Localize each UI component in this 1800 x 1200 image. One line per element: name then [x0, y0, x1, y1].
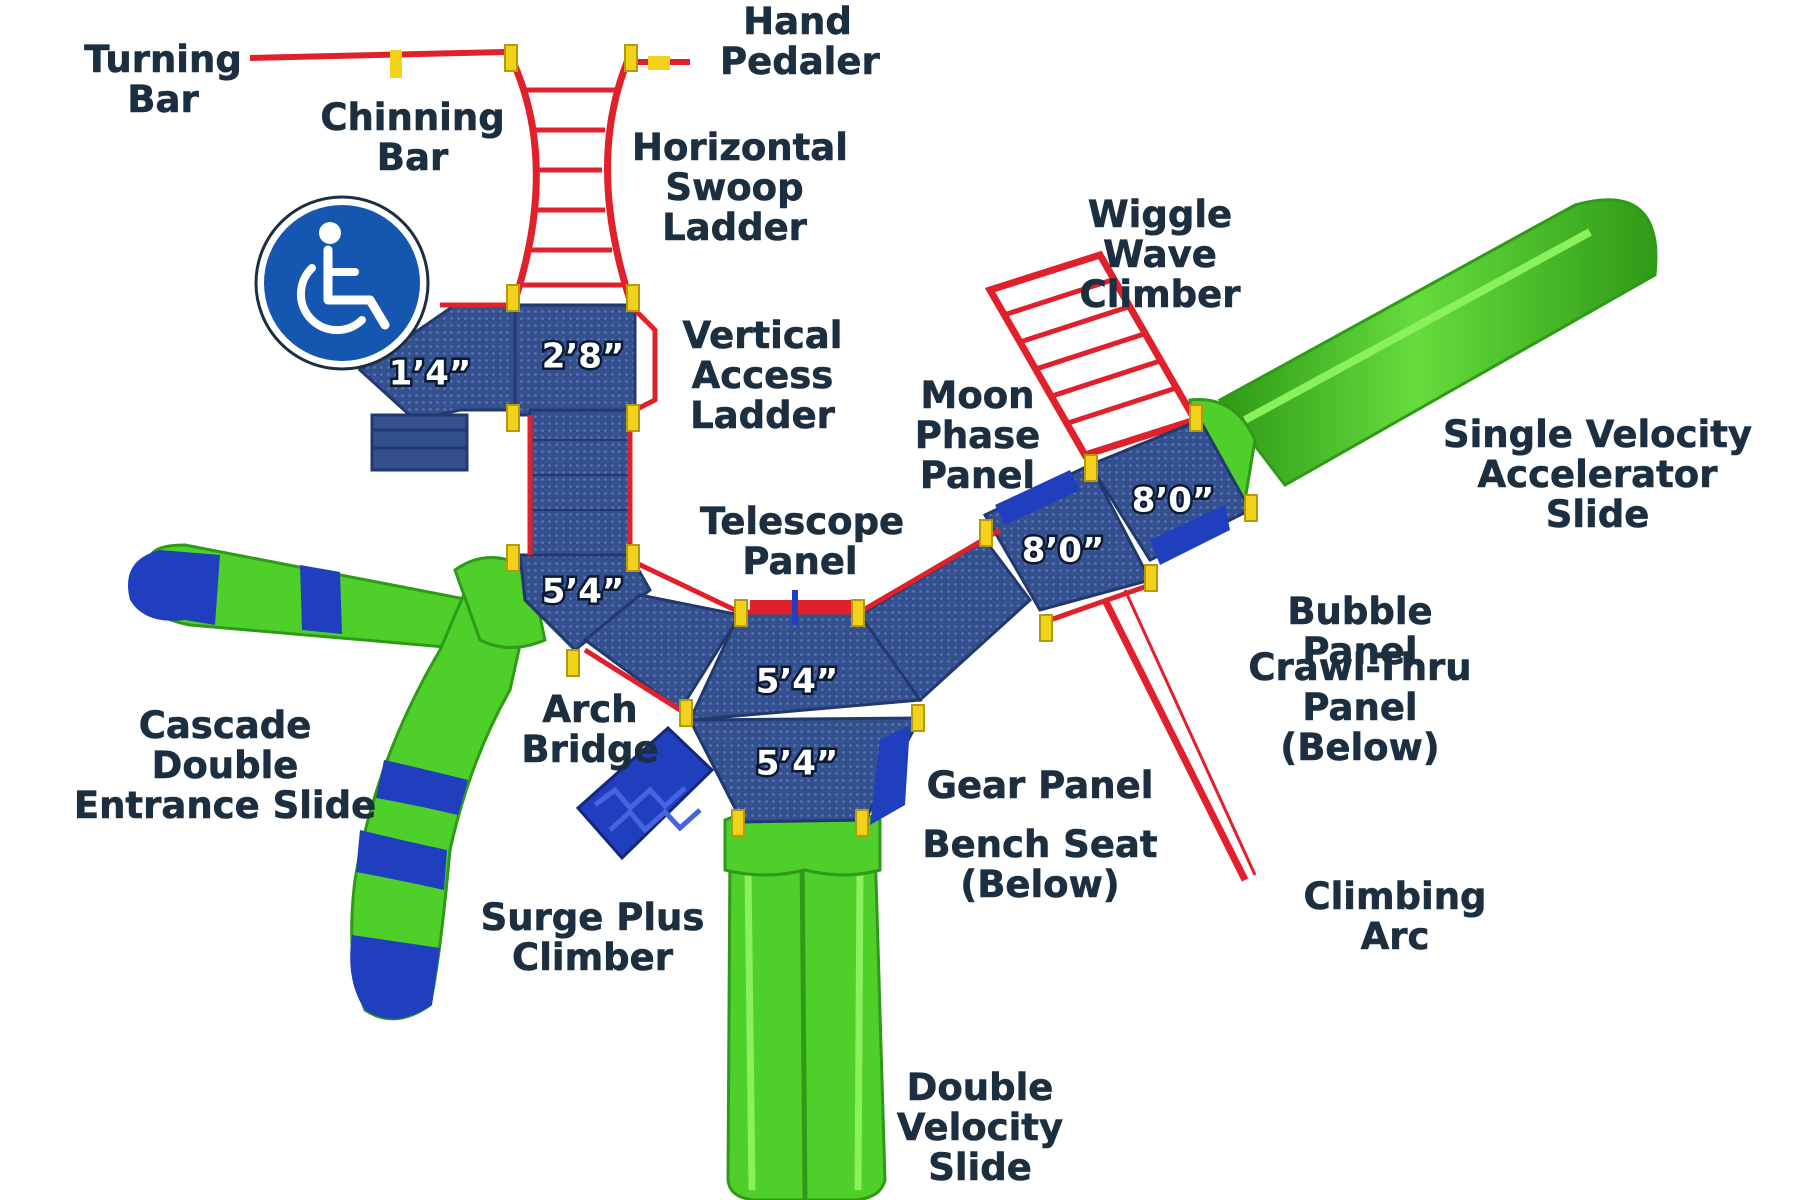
label-bench-seat: Bench Seat (Below)	[922, 823, 1158, 906]
label-moon-phase-panel: Moon Phase Panel	[914, 374, 1041, 497]
deck-height-top-deck: 2’8”	[542, 337, 625, 377]
label-surge-plus-climber: Surge Plus Climber	[480, 896, 705, 979]
label-horizontal-swoop-ladder: Horizontal Swoop Ladder	[632, 126, 849, 249]
deck-height-markers: 1’4” 2’8” 5’4” 5’4” 5’4” 8’0” 8’0”	[386, 334, 1217, 786]
deck-height-ramp: 1’4”	[389, 354, 472, 394]
label-turning-bar: Turning Bar	[84, 38, 242, 121]
label-double-velocity-slide: Double Velocity Slide	[896, 1066, 1064, 1189]
label-single-velocity-accelerator-slide: Single Velocity Accelerator Slide	[1442, 413, 1753, 536]
label-telescope-panel: Telescope Panel	[700, 500, 905, 583]
cascade-double-entrance-slide	[128, 543, 547, 1021]
label-climbing-arc: Climbing Arc	[1303, 875, 1487, 958]
deck-height-hex-upper: 5’4”	[756, 662, 839, 702]
deck-height-right-deck-1: 8’0”	[1022, 531, 1105, 571]
deck-height-hex-lower: 5’4”	[756, 744, 839, 784]
deck-height-right-deck-2: 8’0”	[1132, 481, 1215, 521]
surge-plus-climber	[575, 725, 715, 861]
double-velocity-slide	[723, 811, 887, 1200]
label-cascade-double-entrance-slide: Cascade Double Entrance Slide	[73, 704, 377, 827]
label-crawl-thru-panel: Crawl-Thru Panel (Below)	[1248, 646, 1472, 769]
label-chinning-bar: Chinning Bar	[320, 96, 505, 179]
overhead-bars	[249, 49, 690, 78]
label-hand-pedaler: Hand Pedaler	[720, 0, 880, 83]
climbing-arc	[1101, 589, 1257, 882]
horizontal-swoop-ladder	[506, 53, 634, 302]
posts	[504, 44, 1258, 837]
label-bubble-panel: Bubble Panel	[1287, 590, 1433, 673]
label-gear-panel: Gear Panel	[926, 764, 1154, 807]
wheelchair-accessible-icon	[254, 195, 430, 371]
label-vertical-access-ladder: Vertical Access Ladder	[682, 314, 843, 437]
deck-height-left-deck: 5’4”	[542, 572, 625, 612]
label-arch-bridge: Arch Bridge	[521, 688, 659, 771]
panels	[750, 470, 1230, 825]
label-wiggle-wave-climber: Wiggle Wave Climber	[1079, 193, 1241, 316]
